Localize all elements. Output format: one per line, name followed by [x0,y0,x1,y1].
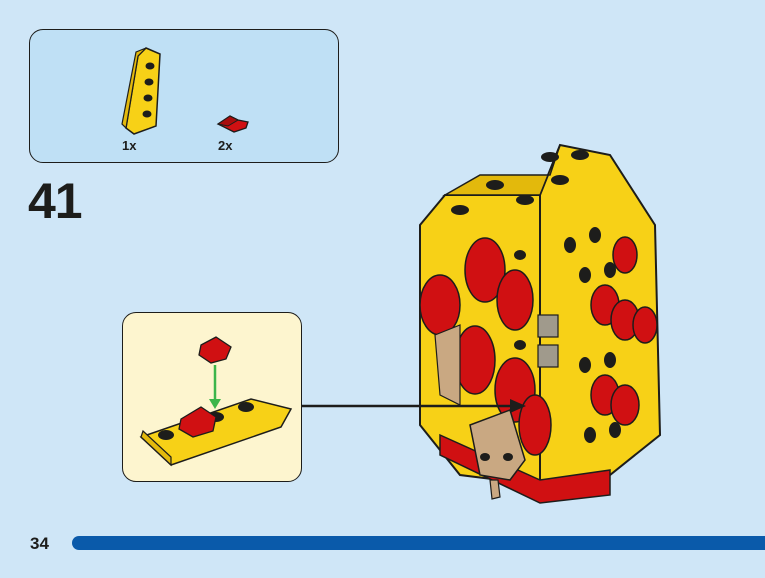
callout-arrow [302,399,526,413]
sub-assembly-callout [122,312,302,482]
brickheadz-model-illustration [419,143,662,504]
yellow-wedge-plate-icon [121,47,161,135]
step-number: 41 [28,173,83,229]
part-quantity-1: 1x [122,138,137,153]
progress-bar [72,536,765,550]
parts-list-box: 1x 2x [29,29,339,163]
part-quantity-2: 2x [218,138,233,153]
red-tile-icon [216,115,249,133]
page-number: 34 [30,534,49,553]
sub-assembly-illustration [139,336,293,467]
